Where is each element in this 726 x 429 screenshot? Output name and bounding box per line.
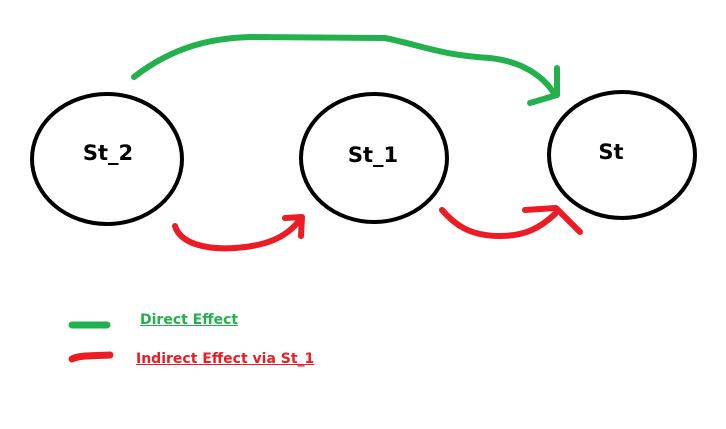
indirect-effect-arrow-2 (439, 207, 558, 239)
indirect-effect-arrow-1 (172, 219, 301, 252)
indirect-effect-arrowhead-2 (522, 205, 583, 235)
node-st1 (299, 92, 449, 224)
legend-indirect-swatch (68, 351, 114, 363)
node-st1-label: St_1 (348, 143, 398, 167)
node-st-label: St (598, 140, 623, 164)
legend-indirect-label: Indirect Effect via St_1 (136, 351, 315, 367)
direct-effect-arrowhead (527, 65, 560, 106)
node-st2-label: St_2 (83, 141, 133, 165)
legend-direct-label: Direct Effect (140, 312, 239, 328)
indirect-effect-arrowhead-1 (282, 214, 305, 239)
direct-effect-arrow (131, 34, 558, 98)
node-st2 (30, 92, 184, 226)
node-st (547, 90, 697, 220)
